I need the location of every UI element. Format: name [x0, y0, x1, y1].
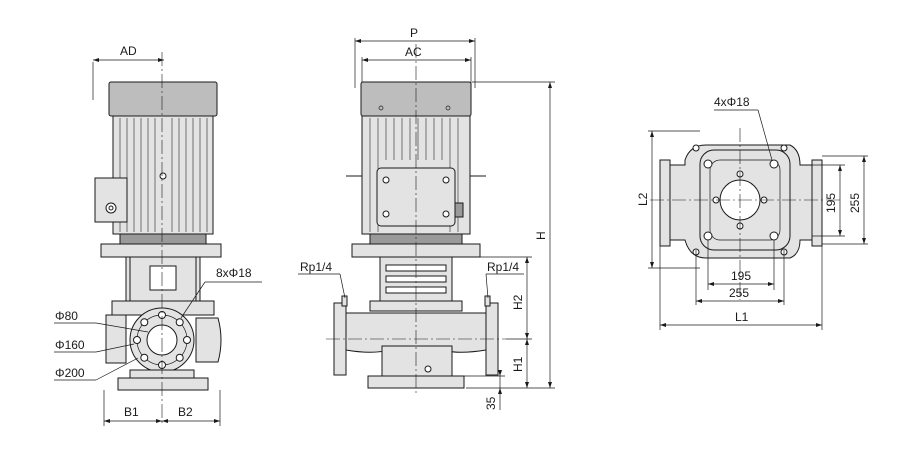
dim-h2-label: H2 — [511, 294, 525, 310]
dimension-h: H — [466, 81, 555, 389]
dimension-ac: AC — [361, 45, 472, 90]
rp-right-label: Rp1/4 — [487, 260, 519, 274]
phi80-label: Φ80 — [55, 309, 78, 323]
rp-left-label: Rp1/4 — [300, 260, 332, 274]
motor-cooling-fins — [119, 118, 208, 232]
casing-right — [195, 317, 222, 363]
coupling-window — [149, 265, 177, 291]
front-view: AD — [54, 44, 262, 426]
top-inlet-flange — [659, 159, 671, 247]
motor-flange — [119, 233, 207, 245]
phi200-label: Φ200 — [55, 366, 85, 380]
dim-195-horizontal-label: 195 — [731, 269, 751, 283]
top-hole-3 — [703, 231, 713, 241]
dimension-l2: L2 — [636, 130, 700, 269]
dim-ac-label: AC — [405, 45, 422, 59]
top-view: 4xΦ18 L2 195 255 — [636, 95, 868, 330]
flange-bolt-holes — [133, 311, 191, 369]
dim-b2-label: B2 — [178, 405, 193, 419]
top-outlet-flange — [811, 159, 823, 247]
dim-h1-label: H1 — [511, 356, 525, 372]
dim-255-vertical-label: 255 — [848, 193, 862, 213]
dim-l1-label: L1 — [735, 310, 749, 324]
lantern-plate — [100, 243, 222, 258]
phi160-label: Φ160 — [55, 338, 85, 352]
bolt-holes-label: 8xΦ18 — [216, 266, 252, 280]
top-hole-2 — [769, 159, 779, 169]
dimension-195-255-horizontal: 195 255 — [695, 240, 785, 305]
dim-b1-label: B1 — [124, 405, 139, 419]
dimension-l1: L1 — [659, 246, 823, 330]
dim-ad-label: AD — [120, 44, 137, 58]
pump-foot-side — [381, 345, 453, 377]
dim-h-label: H — [534, 231, 548, 240]
top-hole-1 — [703, 159, 713, 169]
dim-l2-label: L2 — [636, 192, 650, 206]
dimension-b1-b2: B1 B2 — [103, 390, 221, 426]
cable-gland-side — [454, 202, 464, 218]
dimension-ad: AD — [92, 44, 164, 100]
side-view: P AC — [298, 26, 555, 410]
terminal-box — [94, 177, 128, 223]
casing-left — [105, 314, 127, 364]
cable-gland-inner — [108, 205, 114, 211]
rp-plug-left — [341, 295, 348, 307]
dimension-p: P — [354, 26, 476, 88]
top-hole-4 — [769, 231, 779, 241]
dimension-35: 35 — [464, 370, 505, 410]
dimension-195-255-vertical: 195 255 — [812, 155, 868, 245]
dim-255-horizontal-label: 255 — [729, 286, 749, 300]
dim-195-vertical-label: 195 — [824, 193, 838, 213]
dim-35-label: 35 — [484, 396, 498, 410]
dim-p-label: P — [410, 26, 418, 40]
top-holes-label: 4xΦ18 — [714, 95, 750, 109]
lifting-eye — [159, 172, 167, 180]
pump-base — [117, 377, 209, 391]
rp-plug-right — [484, 295, 491, 307]
motor-top-cover — [108, 81, 218, 117]
dimension-h1-h2: H2 H1 — [452, 256, 532, 388]
